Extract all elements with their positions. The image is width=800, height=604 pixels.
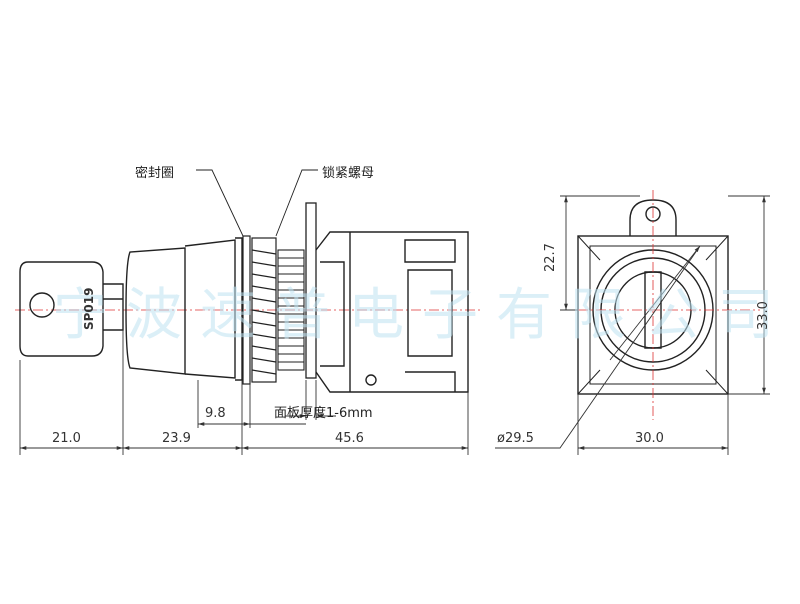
callout-leaders (196, 169, 318, 237)
seal-ring (242, 235, 251, 385)
key-head (125, 237, 243, 381)
dim-width: 30.0 (635, 431, 664, 446)
dim-center-height: 22.7 (543, 243, 558, 272)
key-marking: SP019 (82, 287, 96, 331)
panel-plate (305, 202, 317, 379)
dim-body-length: 45.6 (335, 431, 364, 446)
key (19, 261, 124, 357)
lock-nut (251, 237, 277, 383)
seal-label: 密封圈 (135, 166, 175, 181)
panel-thickness-label: 面板厚度1-6mm (274, 406, 373, 421)
dim-height: 33.0 (756, 301, 771, 330)
thread (277, 249, 305, 371)
watermark-text: 宁波速普电子有限公司 (52, 283, 792, 348)
dim-panel-offset: 9.8 (205, 406, 226, 421)
switch-body (315, 231, 469, 393)
dim-diameter: ø29.5 (497, 431, 534, 446)
dim-key-length: 21.0 (52, 431, 81, 446)
dim-head-length: 23.9 (162, 431, 191, 446)
side-dimensions (19, 330, 469, 455)
front-dimensions (495, 195, 770, 455)
locknut-label: 锁紧螺母 (322, 166, 375, 181)
